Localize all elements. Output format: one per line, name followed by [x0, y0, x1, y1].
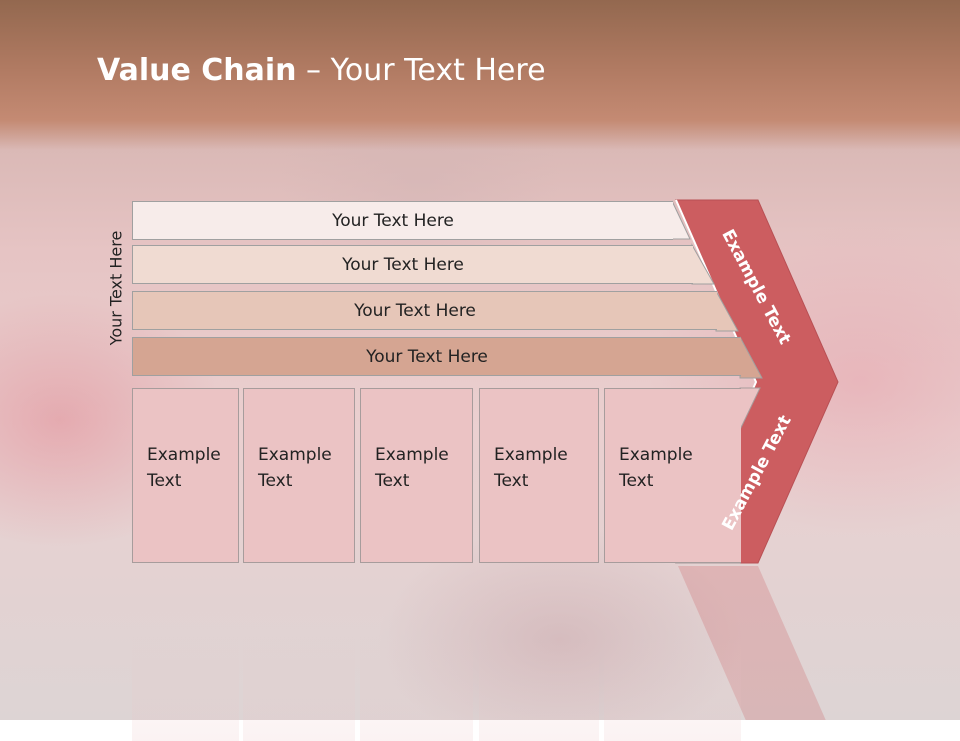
title-rest: – Your Text Here — [296, 53, 546, 88]
cell-line1: Example — [258, 445, 332, 465]
cell-line2: Text — [494, 471, 529, 491]
title-bold: Value Chain — [97, 53, 297, 88]
cell-line1: Example — [147, 445, 221, 465]
band-label: Your Text Here — [354, 300, 476, 321]
band-label: Your Text Here — [366, 346, 488, 367]
cell-line2: Text — [375, 471, 410, 491]
slide-title[interactable]: Value Chain – Your Text Here — [97, 53, 546, 88]
cell-line1: Example — [494, 445, 568, 465]
band-row-4[interactable]: Your Text Here — [132, 337, 741, 376]
cell-reflection — [604, 566, 741, 741]
band-label: Your Text Here — [342, 254, 464, 275]
cell-reflection — [132, 566, 239, 741]
cell-line2: Text — [258, 471, 293, 491]
band-row-1[interactable]: Your Text Here — [132, 201, 673, 240]
band-row-2[interactable]: Your Text Here — [132, 245, 693, 284]
cell-line1: Example — [619, 445, 693, 465]
cell-reflection — [360, 566, 473, 741]
title-bar — [0, 0, 960, 150]
band-label: Your Text Here — [332, 210, 454, 231]
band-row-3[interactable]: Your Text Here — [132, 291, 717, 330]
cell-reflection — [243, 566, 355, 741]
arrow-reflection — [678, 566, 826, 720]
cell-reflection — [479, 566, 599, 741]
cell-line2: Text — [147, 471, 182, 491]
cell-line1: Example — [375, 445, 449, 465]
cell-line2: Text — [619, 471, 654, 491]
